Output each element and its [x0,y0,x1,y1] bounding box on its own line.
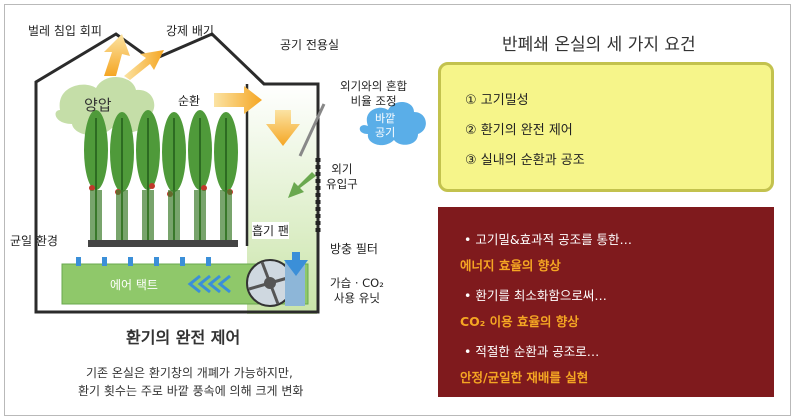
requirements-box: ① 고기밀성 ② 환기의 완전 제어 ③ 실내의 순환과 공조 [438,62,774,192]
air-duct-label: 에어 택트 [110,278,158,292]
exhaust-arrow-right [124,50,164,80]
caption-note-line-1: 기존 온실은 환기창의 개폐가 가능하지만, [86,366,293,380]
circulation-arrow [214,86,262,114]
duct-nozzles [76,257,211,266]
requirement-item-3: ③ 실내의 순환과 공조 [465,153,585,168]
benefit-result-2: CO₂ 이용 효율의 향상 [460,314,579,329]
greenhouse-outline [34,32,320,314]
uniform-env-label: 균일 환경 [10,234,58,248]
pressure-cloud [55,76,155,136]
humid-co2-unit-label: 가습 · CO₂ 사용 유닛 [330,276,384,305]
forced-exhaust-label: 강제 배기 [166,24,214,38]
positive-pressure-label: 양압 [84,96,112,114]
right-panel-title: 반폐쇄 온실의 세 가지 요건 [502,35,696,55]
outside-air-cloud [359,101,426,146]
duct-flow-chevrons [187,274,231,294]
benefit-lead-3: • 적절한 순환과 공조로… [464,344,600,359]
outside-inlet-label: 외기 유입구 [326,162,358,191]
insect-barrier-label: 벌레 침입 회피 [28,24,102,38]
intake-fan-label: 흡기 팬 [252,222,289,239]
fan-inflow-arrow [284,252,308,276]
plant-bench [88,240,238,247]
benefit-result-3: 안정/균일한 재배를 실현 [460,370,589,385]
mixing-damper [298,103,326,157]
mixing-ratio-label: 외기와의 혼합 비율 조정 [340,79,408,108]
tomato-plants [84,110,238,240]
benefit-result-1: 에너지 효율의 향상 [460,258,561,273]
requirement-item-2: ② 환기의 완전 제어 [465,123,573,138]
figure-frame [4,4,791,416]
caption-title: 환기의 완전 제어 [126,328,241,347]
benefits-box: • 고기밀&효과적 공조를 통한… 에너지 효율의 향상 • 환기를 최소화함으… [438,207,774,397]
insect-filter-label: 방충 필터 [330,242,378,256]
inflow-arrow [288,172,316,198]
benefit-lead-2: • 환기를 최소화함으로써… [464,288,607,303]
air-room-arrow [266,110,300,146]
benefit-lead-1: • 고기밀&효과적 공조를 통한… [464,232,633,247]
outside-air-label: 바깥 공기 [375,112,396,139]
air-room-label: 공기 전용실 [280,38,340,52]
humid-co2-unit [285,262,305,306]
caption-note-line-2: 환기 횟수는 주로 바깥 풍속에 의해 크게 변화 [78,384,304,398]
fan-blades [248,261,292,305]
circulation-label: 순환 [178,94,201,108]
exhaust-arrow-up [104,34,130,76]
requirement-item-1: ① 고기밀성 [465,93,529,108]
